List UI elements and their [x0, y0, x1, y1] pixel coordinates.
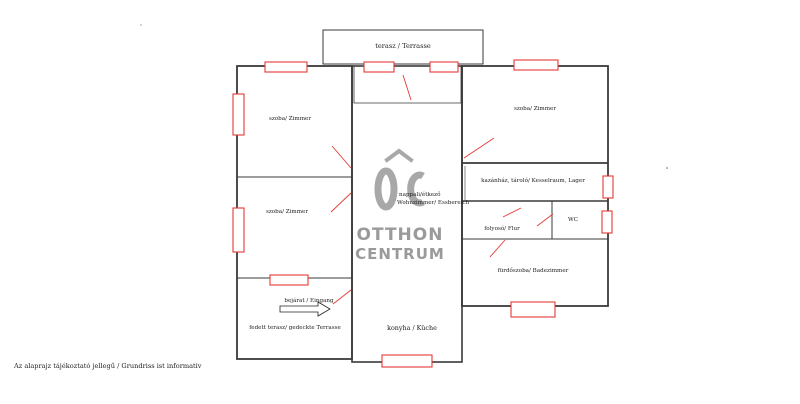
terrace-outline — [322, 29, 484, 65]
oc-monogram-icon — [374, 148, 425, 211]
entrance-label: bejárat / Eingang — [284, 297, 334, 304]
door — [330, 192, 352, 213]
window — [232, 207, 245, 253]
window — [513, 59, 559, 71]
door — [536, 213, 554, 227]
hall-label: folyosó/ Flur — [484, 225, 520, 232]
window — [601, 210, 613, 234]
window — [602, 175, 614, 199]
otthon-centrum-watermark: OTTHON CENTRUM — [355, 148, 445, 263]
kitchen-label: konyha / Küche — [387, 324, 437, 332]
doors — [330, 74, 554, 305]
window — [269, 274, 309, 286]
door — [402, 74, 412, 101]
window — [510, 301, 556, 318]
wall-center-wing — [351, 65, 463, 363]
window — [264, 61, 308, 73]
door — [489, 239, 506, 258]
living-label-1: nappali/étkező — [399, 191, 441, 198]
window — [232, 93, 245, 136]
windows — [232, 59, 614, 368]
watermark-line2: CENTRUM — [355, 245, 445, 263]
door — [502, 207, 522, 218]
wc-label: WC — [568, 217, 578, 223]
room-label-w: szoba/ Zimmer — [266, 209, 308, 215]
room-label-nw: szoba/ Zimmer — [269, 116, 311, 122]
storage-label: kazánház, tároló/ Kesselraum, Lager — [481, 177, 585, 184]
covered-terrace-label: fedett terasz/ gedeckte Terrasse — [249, 325, 341, 331]
center-bay — [353, 66, 462, 104]
entrance-arrow-icon — [279, 301, 331, 317]
disclaimer-text: Az alaprajz tájékoztató jellegű / Grundr… — [14, 362, 202, 370]
room-label-ne: szoba/ Zimmer — [514, 106, 556, 112]
window — [429, 61, 459, 73]
stray-mark — [666, 167, 668, 169]
door — [463, 137, 495, 159]
bathroom-label: fürdőszoba/ Badezimmer — [498, 267, 569, 274]
living-label-2: Wohnzimmer/ Essbereich — [397, 200, 470, 206]
window — [381, 354, 433, 368]
terrace-label: terasz / Terrasse — [375, 42, 431, 50]
door — [332, 289, 352, 305]
watermark-line1: OTTHON — [357, 225, 444, 245]
stray-mark — [140, 24, 142, 26]
door — [331, 145, 352, 169]
window — [363, 61, 395, 73]
